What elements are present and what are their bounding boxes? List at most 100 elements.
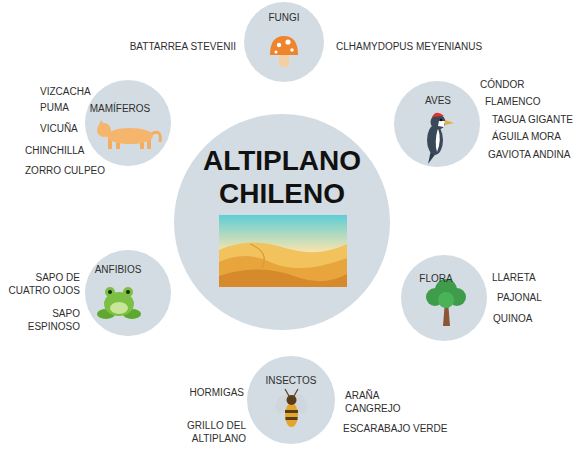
circle-outline xyxy=(401,255,487,341)
cap-dot xyxy=(277,43,281,47)
item-holder: GRILLO DEL ALTIPLANO xyxy=(176,419,246,445)
category-heading: ANFIBIOS xyxy=(95,263,142,276)
item-holder: CLHAMYDOPUS MEYENIANUS xyxy=(336,40,482,53)
insect-stripe xyxy=(285,410,298,413)
species-name: QUINOA xyxy=(493,312,532,325)
species-name: FLAMENCO xyxy=(485,95,541,108)
insect-body xyxy=(285,403,298,427)
central-circle: ALTIPLANO CHILENO xyxy=(174,114,390,330)
item-holder: SAPO ESPINOSO xyxy=(4,307,80,333)
heading-holder: ANFIBIOS xyxy=(95,263,142,276)
species-name: ZORRO CULPEO xyxy=(25,164,105,177)
cap-dot xyxy=(275,51,278,54)
puma-head xyxy=(97,123,111,137)
insect-stripe xyxy=(286,417,298,420)
circle-fill xyxy=(174,114,390,330)
circle-outline xyxy=(85,80,171,166)
species-name: TAGUA GIGANTE xyxy=(492,113,573,126)
dune-ridge xyxy=(250,244,264,268)
species-name: HORMIGAS xyxy=(190,386,244,399)
circle-fill xyxy=(401,255,487,341)
insect-head xyxy=(287,395,297,405)
category-circle: ANFIBIOSSAPO DE CUATRO OJOSSAPO ESPINOSO xyxy=(85,250,171,336)
item-holder: CHINCHILLA xyxy=(25,144,84,157)
item-holder: FLAMENCO xyxy=(485,95,541,108)
category-heading: FLORA xyxy=(419,272,452,285)
circle-outline xyxy=(394,81,480,167)
item-holder: BATTARREA STEVENII xyxy=(130,40,236,53)
category-circle: AVESCÓNDORFLAMENCOTAGUA GIGANTEÁGUILA MO… xyxy=(394,81,480,167)
category-circle: INSECTOSHORMIGASARAÑA CANGREJOGRILLO DEL… xyxy=(247,356,335,444)
heading-holder: INSECTOS xyxy=(266,374,317,387)
item-holder: QUINOA xyxy=(493,312,532,325)
tree-leaves xyxy=(438,292,454,308)
title: ALTIPLANO CHILENO xyxy=(182,144,382,210)
frog-eye xyxy=(123,287,133,297)
species-name: PUMA xyxy=(40,101,69,114)
item-holder: ÁGUILA MORA xyxy=(492,130,561,143)
circle-fill xyxy=(394,81,480,167)
item-holder: PAJONAL xyxy=(497,291,542,304)
circle-outline xyxy=(85,250,171,336)
heading-holder: ALTIPLANO CHILENO xyxy=(182,144,382,210)
heading-holder: FUNGI xyxy=(268,11,299,24)
item-holder: ZORRO CULPEO xyxy=(25,164,105,177)
species-name: ESCARABAJO VERDE xyxy=(343,422,447,435)
bird-body xyxy=(427,125,443,155)
desert-picture xyxy=(219,215,347,287)
species-name: ÁGUILA MORA xyxy=(492,130,561,143)
species-name: CLHAMYDOPUS MEYENIANUS xyxy=(336,40,482,53)
category-heading: AVES xyxy=(425,94,451,107)
item-holder: PUMA xyxy=(40,101,69,114)
heading-holder: MAMÍFEROS xyxy=(90,102,151,115)
cap-dot xyxy=(285,39,290,44)
bird-belly xyxy=(436,128,440,152)
species-name: CHINCHILLA xyxy=(25,144,84,157)
species-name: SAPO DE CUATRO OJOS xyxy=(4,271,80,297)
circle-fill xyxy=(85,250,171,336)
item-holder: VICUÑA xyxy=(40,122,78,135)
species-name: GRILLO DEL ALTIPLANO xyxy=(176,419,246,445)
species-name: VIZCACHA xyxy=(40,85,91,98)
circle-fill xyxy=(244,2,324,82)
species-name: VICUÑA xyxy=(40,122,78,135)
item-holder: SAPO DE CUATRO OJOS xyxy=(4,271,80,297)
dune xyxy=(219,269,347,287)
species-name: SAPO ESPINOSO xyxy=(4,307,80,333)
category-heading: INSECTOS xyxy=(266,374,317,387)
species-name: BATTARREA STEVENII xyxy=(130,40,236,53)
item-holder: CÓNDOR xyxy=(480,78,524,91)
circle-fill xyxy=(85,80,171,166)
item-holder: ESCARABAJO VERDE xyxy=(343,422,447,435)
item-holder: LLARETA xyxy=(492,271,536,284)
frog-belly xyxy=(110,302,128,314)
item-holder: ARAÑA CANGREJO xyxy=(345,389,407,415)
heading-holder: AVES xyxy=(425,94,451,107)
frog-eye xyxy=(105,287,115,297)
species-name: GAVIOTA ANDINA xyxy=(488,148,570,161)
sky xyxy=(219,215,347,287)
dune xyxy=(219,242,347,287)
category-circle: MAMÍFEROSVIZCACHAPUMAVICUÑACHINCHILLAZOR… xyxy=(85,80,171,166)
category-circle: FLORALLARETAPAJONALQUINOA xyxy=(401,255,487,341)
category-heading: FUNGI xyxy=(268,11,299,24)
bird-cheek xyxy=(438,121,445,127)
item-holder: VIZCACHA xyxy=(40,85,91,98)
item-holder: HORMIGAS xyxy=(190,386,244,399)
cap-dot xyxy=(290,48,294,52)
heading-holder: FLORA xyxy=(419,272,452,285)
dune xyxy=(219,256,347,287)
circle-fill xyxy=(247,356,335,444)
item-holder: GAVIOTA ANDINA xyxy=(488,148,570,161)
frog-pupil xyxy=(126,290,130,294)
species-name: LLARETA xyxy=(492,271,536,284)
category-circle: FUNGIBATTARREA STEVENIICLHAMYDOPUS MEYEN… xyxy=(244,2,324,82)
species-name: PAJONAL xyxy=(497,291,542,304)
puma-body xyxy=(107,128,153,144)
species-name: CÓNDOR xyxy=(480,78,524,91)
species-name: ARAÑA CANGREJO xyxy=(345,389,407,415)
item-holder: TAGUA GIGANTE xyxy=(492,113,573,126)
bird-eye xyxy=(440,119,442,121)
